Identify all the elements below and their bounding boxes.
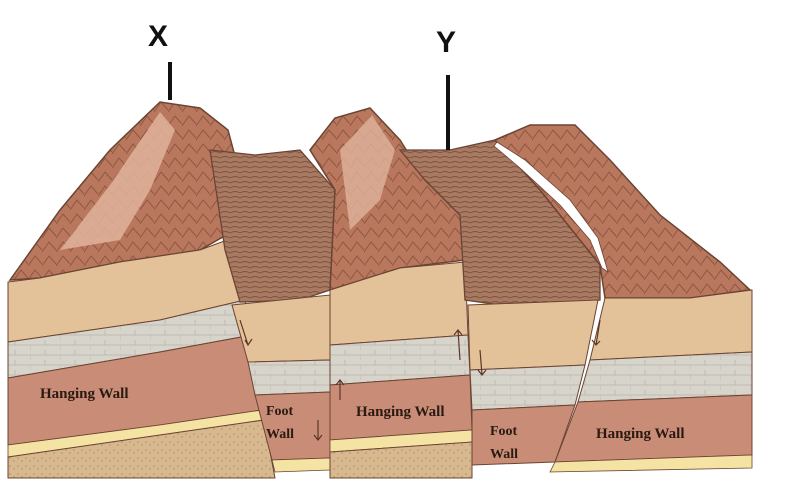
right-foot-layer-gray	[469, 364, 586, 411]
hanging-wall-center-label: Hanging Wall	[356, 404, 445, 420]
center-layer-sand	[329, 441, 473, 479]
right-layer-gray	[577, 351, 753, 403]
left-foot-wall-block: Foot Wall	[209, 149, 336, 473]
left-foot-layer-gray	[247, 359, 331, 396]
marker-x: X	[148, 20, 172, 100]
hanging-wall-right-label: Hanging Wall	[596, 426, 685, 442]
right-hanging-wall-block: Hanging Wall	[493, 124, 753, 473]
left-hanging-wall-block: Hanging Wall	[7, 101, 276, 479]
fault-movement-arrows	[239, 319, 601, 441]
foot-wall-right-label-line2: Wall	[490, 447, 518, 462]
center-mountain-light-face	[340, 115, 395, 230]
right-fault-scarp-white	[493, 141, 609, 273]
center-hanging-wall-block: Hanging Wall	[309, 107, 473, 479]
hanging-wall-left-label: Hanging Wall	[40, 386, 129, 402]
right-layer-yellow	[549, 454, 753, 473]
foot-wall-left-label-line2: Wall	[266, 427, 294, 442]
right-valley-surface	[398, 139, 601, 309]
left-foot-layer-tan	[231, 294, 331, 363]
right-foot-layer-tan	[467, 299, 599, 371]
right-foot-wall-block: Foot Wall	[398, 139, 601, 466]
left-foot-layer-yellow	[271, 457, 331, 473]
right-layer-tan	[589, 289, 753, 361]
marker-y-label: Y	[436, 26, 456, 59]
right-mountain-peak	[493, 124, 752, 299]
marker-x-label: X	[148, 20, 168, 53]
marker-y: Y	[436, 26, 456, 150]
foot-wall-left-label-line1: Foot	[266, 404, 294, 419]
left-mountain-light-face	[60, 112, 175, 250]
foot-wall-right-label-line1: Foot	[490, 424, 518, 439]
